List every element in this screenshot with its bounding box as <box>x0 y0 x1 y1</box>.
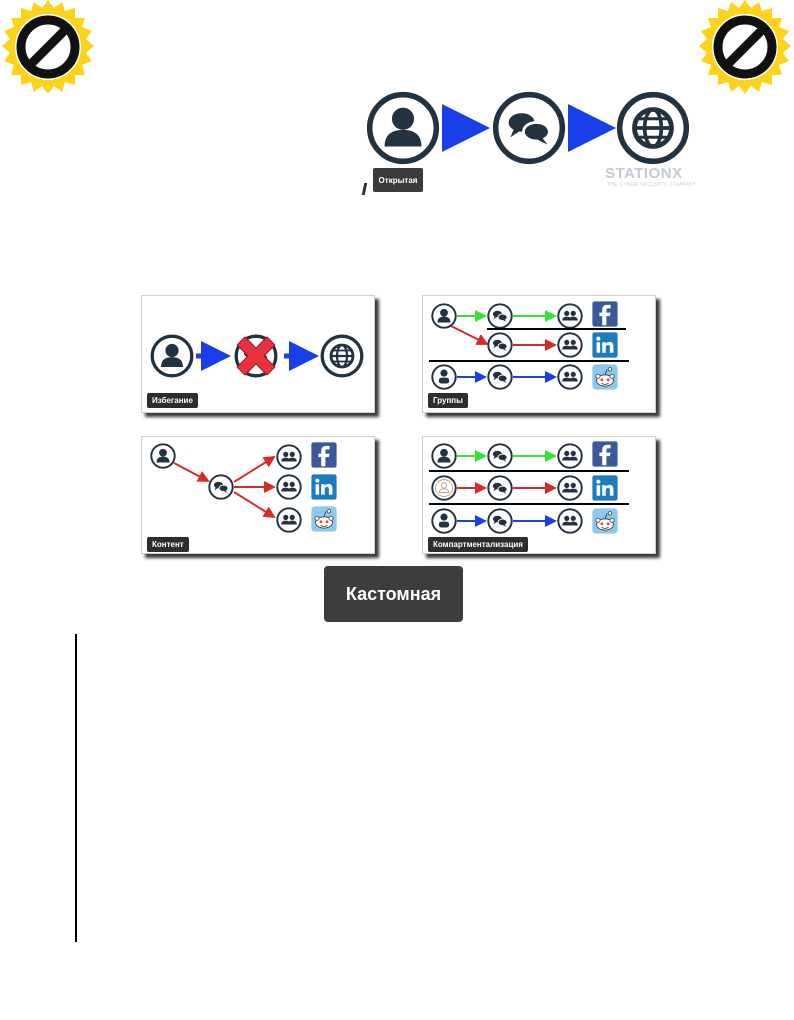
chat-icon <box>487 364 513 390</box>
card-compartmentalization: Компартментализация <box>422 436 656 554</box>
chat-icon <box>487 443 513 469</box>
group-icon <box>557 332 583 358</box>
linkedin-icon <box>592 332 618 358</box>
watermark-text: STATIONX <box>605 165 683 182</box>
blocked-x-icon <box>236 336 276 376</box>
user-icon <box>431 443 457 469</box>
globe-icon <box>620 95 687 162</box>
group-icon <box>557 443 583 469</box>
group-icon <box>276 507 302 533</box>
group-icon <box>276 474 302 500</box>
user-icon <box>431 303 457 329</box>
card-label: Избегание <box>147 393 198 408</box>
user-icon <box>150 334 194 378</box>
tick-mark <box>361 183 368 195</box>
chat-icon <box>208 474 234 500</box>
prohibited-icon <box>2 0 94 94</box>
group-icon <box>557 508 583 534</box>
card-label: Контент <box>147 537 189 552</box>
facebook-icon <box>592 441 618 467</box>
reddit-icon <box>592 364 618 390</box>
chat-icon <box>496 95 563 162</box>
facebook-icon <box>311 442 337 468</box>
chat-icon <box>487 303 513 329</box>
user-icon <box>431 475 457 501</box>
group-icon <box>557 303 583 329</box>
chat-icon <box>487 508 513 534</box>
prohibited-icon <box>699 0 791 94</box>
card-content: Контент <box>141 436 375 554</box>
user-icon <box>370 95 437 162</box>
reddit-icon <box>311 506 337 532</box>
open-flow-diagram <box>360 88 700 168</box>
card-label: Компартментализация <box>428 537 528 552</box>
group-icon <box>276 444 302 470</box>
linkedin-icon <box>311 474 337 500</box>
card-label: Группы <box>428 393 468 408</box>
vertical-rule <box>75 634 77 942</box>
custom-label: Кастомная <box>324 566 463 622</box>
linkedin-icon <box>592 475 618 501</box>
chat-icon <box>487 332 513 358</box>
chat-icon <box>487 475 513 501</box>
reddit-icon <box>592 508 618 534</box>
group-icon <box>557 364 583 390</box>
card-groups: Группы <box>422 295 656 413</box>
user-icon <box>150 443 176 469</box>
facebook-icon <box>592 301 618 327</box>
group-icon <box>557 475 583 501</box>
user-icon <box>431 364 457 390</box>
watermark-subtext: THE CYBER SECURITY COMPANY <box>607 182 697 188</box>
open-label: Открытая <box>373 168 423 192</box>
watermark: STATIONX THE CYBER SECURITY COMPANY <box>605 165 705 195</box>
user-icon <box>431 508 457 534</box>
card-avoidance: Избегание <box>141 295 375 413</box>
globe-icon <box>320 334 364 378</box>
